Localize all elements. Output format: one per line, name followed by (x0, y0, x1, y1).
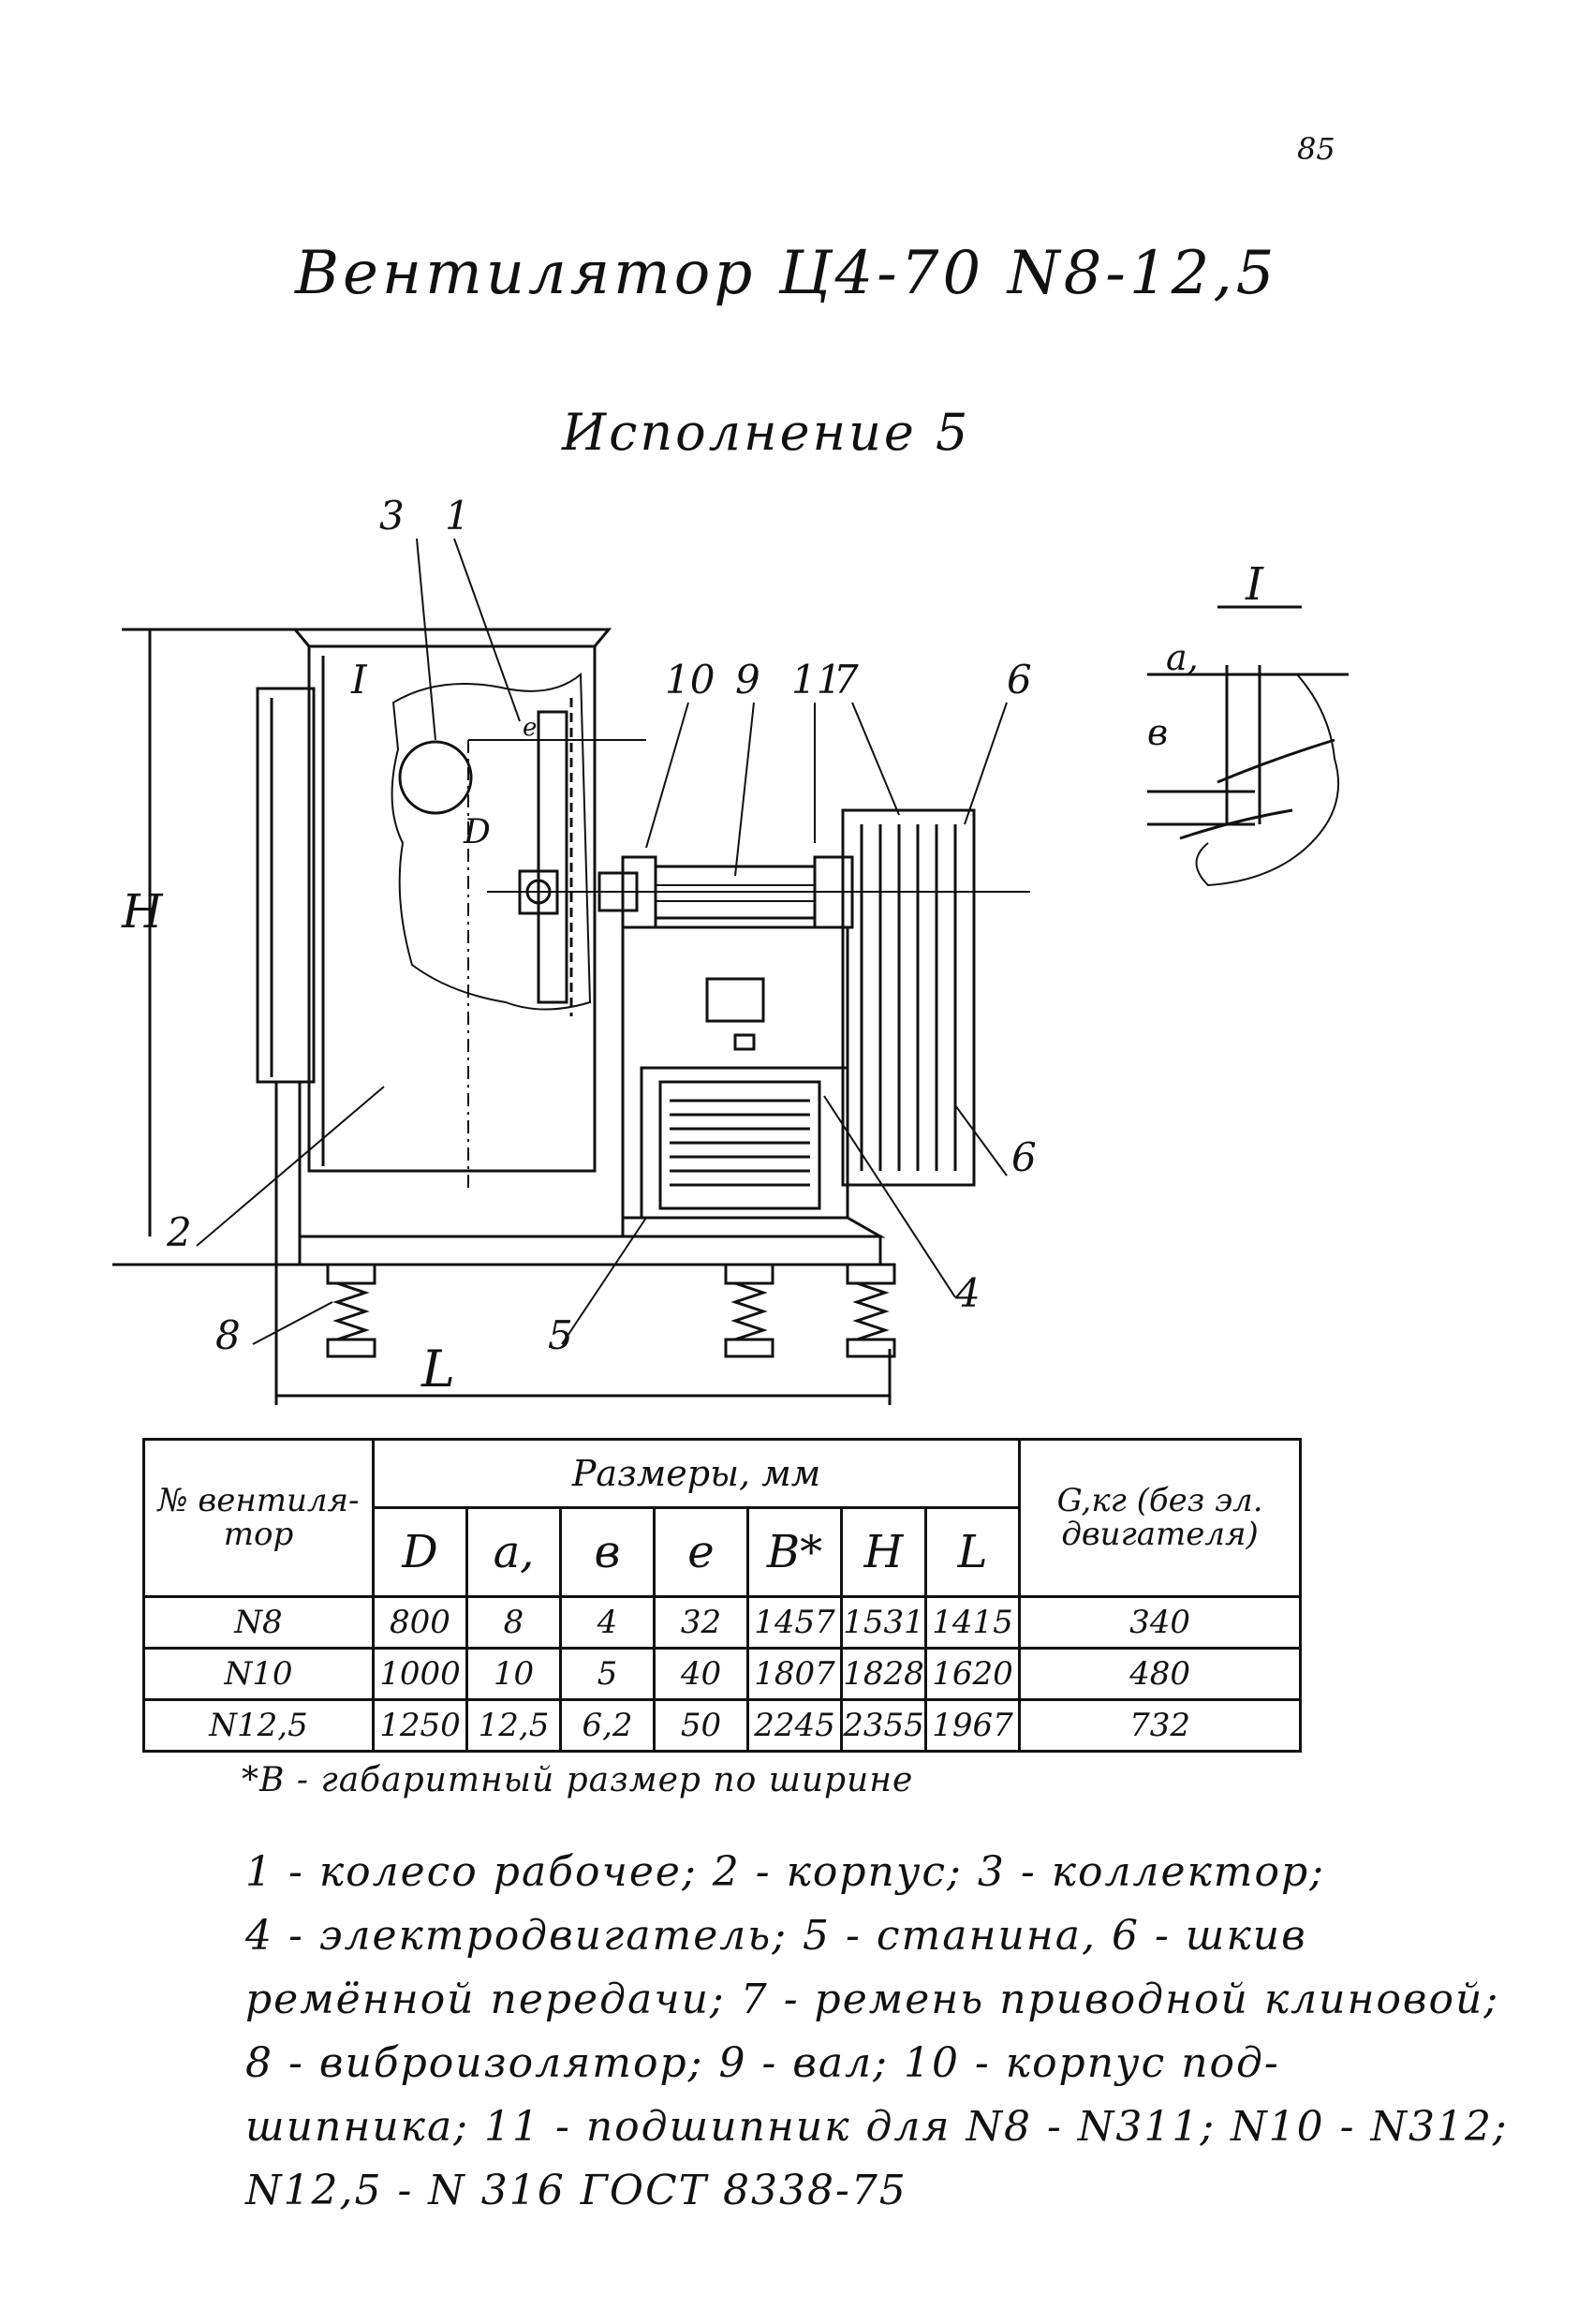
cell-L: 1620 (923, 1647, 1022, 1701)
cell-B: 1807 (746, 1647, 843, 1701)
fan-technical-drawing: 3 1 I 10 9 11 7 6 6 2 8 5 4 H L D e I a,… (112, 493, 1349, 1405)
cell-a: 10 (465, 1647, 562, 1701)
cell-D: 1250 (372, 1698, 468, 1753)
callout-3: 3 (379, 493, 405, 539)
callout-6-bottom: 6 (1011, 1134, 1037, 1180)
dimension-e: e (523, 714, 537, 742)
cell-H: 2355 (840, 1698, 927, 1753)
legend-line: 8 - виброизолятор; 9 - вал; 10 - корпус … (245, 2039, 1280, 2087)
document-subtitle: Исполнение 5 (562, 403, 971, 462)
cell-D: 1000 (372, 1647, 468, 1701)
detail-dim-b: в (1147, 712, 1168, 753)
parts-legend: 1 - колесо рабочее; 2 - корпус; 3 - колл… (245, 1841, 1509, 2223)
cell-a: 12,5 (465, 1698, 562, 1753)
cell-G: 340 (1018, 1595, 1303, 1650)
col-a: a, (465, 1506, 562, 1598)
detail-dim-a: a, (1166, 637, 1199, 678)
cell-e: 40 (653, 1647, 749, 1701)
callout-8: 8 (215, 1312, 241, 1358)
cell-B: 1457 (746, 1595, 843, 1650)
callout-10: 10 (665, 657, 715, 703)
cell-e: 32 (653, 1595, 749, 1650)
callout-4: 4 (954, 1270, 981, 1316)
detail-title-I: I (1245, 558, 1264, 611)
dimension-D: D (463, 813, 491, 851)
callout-7: 7 (833, 657, 859, 703)
cell-b: 6,2 (559, 1698, 656, 1753)
col-H: H (840, 1506, 927, 1598)
legend-line: N12,5 - N 316 ГОСТ 8338-75 (245, 2167, 907, 2214)
callout-5: 5 (548, 1312, 573, 1358)
document-title: Вентилятор Ц4-70 N8-12,5 (295, 239, 1278, 308)
col-B: B* (746, 1506, 843, 1598)
dimension-L: L (420, 1340, 455, 1399)
cell-H: 1828 (840, 1647, 927, 1701)
col-D: D (372, 1506, 468, 1598)
col-e: e (653, 1506, 749, 1598)
legend-line: шипника; 11 - подшипник для N8 - N311; N… (245, 2103, 1509, 2151)
cell-G: 732 (1018, 1698, 1303, 1753)
callout-6-top: 6 (1007, 657, 1032, 703)
col-L: L (923, 1506, 1022, 1598)
callout-2: 2 (166, 1209, 192, 1255)
table-footnote: *B - габаритный размер по ширине (242, 1761, 914, 1799)
table-row: N10 1000 10 5 40 1807 1828 1620 480 (142, 1647, 1303, 1701)
col-b: в (559, 1506, 656, 1598)
cell-e: 50 (653, 1698, 749, 1753)
callout-1: 1 (445, 493, 470, 539)
cell-D: 800 (372, 1595, 468, 1650)
table-row: N8 800 8 4 32 1457 1531 1415 340 (142, 1595, 1303, 1650)
cell-G: 480 (1018, 1647, 1303, 1701)
cell-B: 2245 (746, 1698, 843, 1753)
legend-line: 1 - колесо рабочее; 2 - корпус; 3 - колл… (245, 1848, 1326, 1896)
table-row: N12,5 1250 12,5 6,2 50 2245 2355 1967 73… (142, 1698, 1303, 1753)
cell-L: 1967 (923, 1698, 1022, 1753)
page-number: 85 (1297, 131, 1335, 167)
dimension-H: H (121, 884, 164, 939)
cell-a: 8 (465, 1595, 562, 1650)
callout-I: I (350, 657, 368, 703)
fan-dimensions-table: № вентиля-тор Размеры, мм G,кг (без эл. … (142, 1438, 1303, 1753)
legend-line: ремённой передачи; 7 - ремень приводной … (245, 1976, 1500, 2023)
cell-fan: N12,5 (142, 1698, 375, 1753)
cell-fan: N8 (142, 1595, 375, 1650)
cell-b: 5 (559, 1647, 656, 1701)
cell-H: 1531 (840, 1595, 927, 1650)
header-fan-number: № вентиля-тор (142, 1438, 375, 1598)
cell-L: 1415 (923, 1595, 1022, 1650)
header-mass: G,кг (без эл. двигателя) (1018, 1438, 1303, 1598)
callout-11: 11 (791, 657, 841, 703)
cell-fan: N10 (142, 1647, 375, 1701)
header-sizes-mm: Размеры, мм (371, 1438, 1022, 1509)
legend-line: 4 - электродвигатель; 5 - станина, 6 - ш… (245, 1912, 1307, 1960)
cell-b: 4 (559, 1595, 656, 1650)
callout-9: 9 (735, 657, 760, 703)
